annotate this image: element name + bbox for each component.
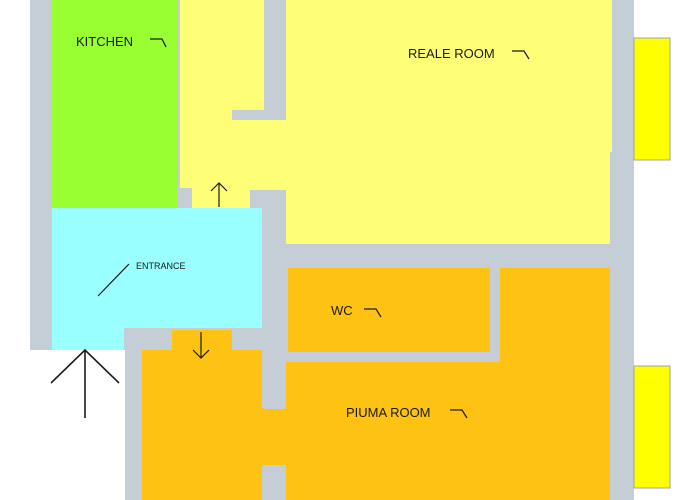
reale-room-balcony	[633, 37, 671, 161]
reale-room-area[interactable]	[180, 0, 612, 244]
entrance-area[interactable]	[52, 208, 262, 350]
piuma-room-area[interactable]	[142, 268, 610, 500]
entrance-direction-mark	[97, 263, 130, 297]
wc-bottom-wall-left	[286, 352, 336, 362]
reale-room-label: REALE ROOM	[408, 46, 495, 61]
kitchen-label: KITCHEN	[76, 34, 133, 49]
wc-label: WC	[331, 303, 353, 318]
door-arrow-up-icon	[210, 182, 228, 207]
entry-threshold	[30, 350, 125, 500]
kitchen-area[interactable]	[52, 0, 177, 208]
door-arrow-down-icon	[192, 332, 210, 359]
piuma-room-balcony	[633, 365, 671, 489]
piuma-room-direction-mark	[450, 409, 468, 419]
wc-bottom-wall-right	[396, 352, 500, 362]
wc-right-partition-wall	[490, 268, 500, 362]
reale-room-partition-foot	[232, 110, 286, 120]
wc-direction-mark	[364, 308, 382, 318]
piuma-room-label: PIUMA ROOM	[346, 405, 431, 420]
kitchen-direction-mark	[150, 38, 167, 48]
entrance-label: ENTRANCE	[136, 261, 186, 271]
main-entry-arrow-icon	[50, 348, 120, 418]
wc-area[interactable]	[288, 268, 490, 352]
reale-room-partition-wall	[264, 0, 286, 120]
piuma-room-partition-wall	[262, 465, 286, 500]
wc-left-partition-wall	[264, 244, 286, 409]
reale-room-direction-mark	[512, 50, 530, 60]
